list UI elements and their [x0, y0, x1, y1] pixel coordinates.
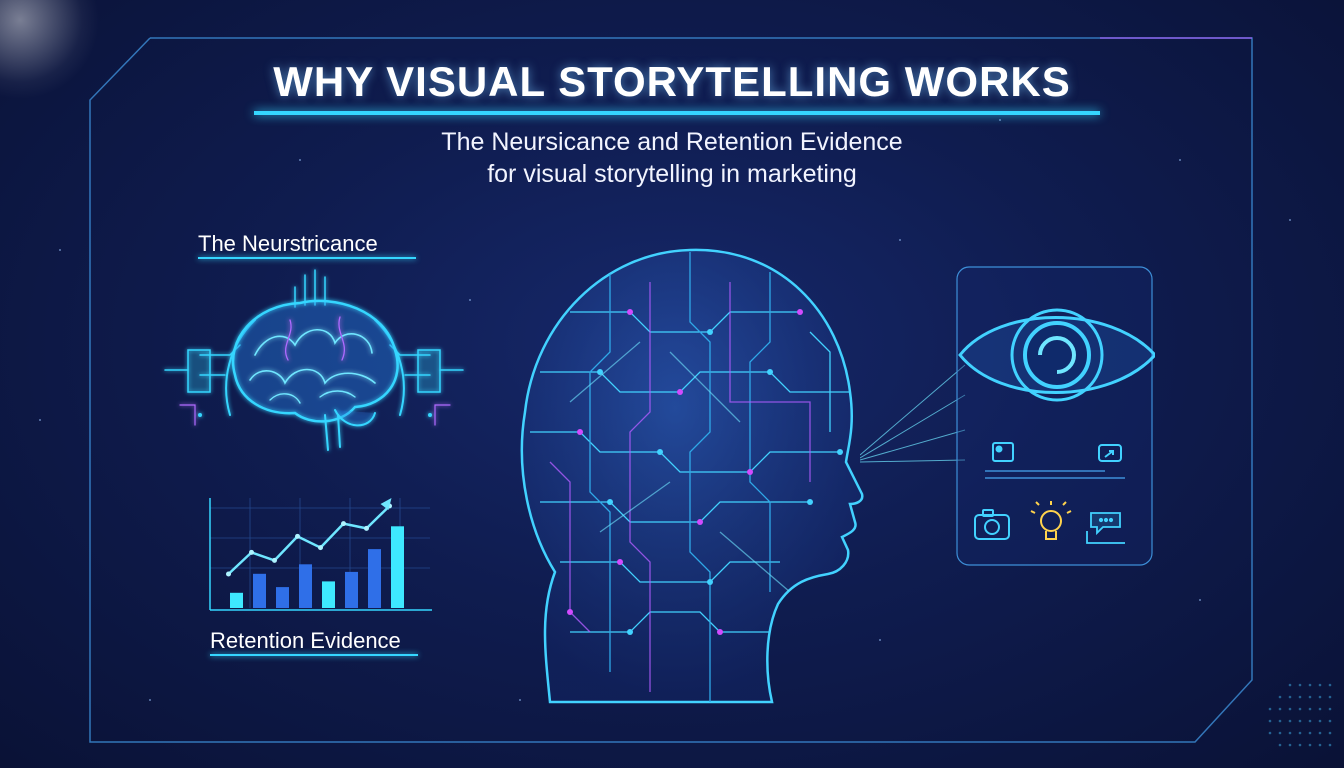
retention-trend-point [364, 525, 369, 531]
visual-panel [956, 266, 1155, 566]
circuit-nodes [567, 309, 843, 635]
vision-beams [860, 364, 966, 463]
head-outline [520, 248, 864, 704]
retention-trend-point [318, 545, 323, 551]
retention-trend-line [227, 505, 391, 575]
subtitle-line-1: The Neursicance and Retention Evidence [441, 128, 903, 156]
retention-bar [276, 587, 289, 608]
eye-icon [958, 308, 1155, 402]
retention-bar [368, 549, 381, 608]
retention-trend-point [226, 571, 231, 577]
page-title: WHY VISUAL STORYTELLING WORKS [273, 58, 1071, 105]
circuit-traces [530, 252, 850, 702]
section-label-retention: Retention Evidence [210, 628, 401, 653]
dot-grid-decoration [1268, 683, 1332, 747]
camera-icon [974, 509, 1010, 540]
retention-trend-point [295, 533, 300, 539]
retention-trend-point [272, 557, 277, 563]
retention-trend-point [249, 549, 254, 555]
trend-arrow-icon [380, 498, 392, 510]
retention-bar [391, 526, 404, 608]
chat-icon [1086, 512, 1125, 544]
section-underline-retention [210, 654, 418, 656]
retention-chart [209, 498, 432, 611]
retention-bar [299, 564, 312, 608]
section-label-neuroscience: The Neurstricance [198, 231, 378, 256]
retention-bar [322, 581, 335, 608]
retention-bar [230, 592, 243, 608]
image-icon [992, 442, 1014, 462]
share-icon [1098, 444, 1122, 462]
title-underline [254, 111, 1100, 115]
subtitle-line-2: for visual storytelling in marketing [487, 160, 857, 188]
head-network-icon [520, 248, 864, 704]
section-underline-neuroscience [198, 257, 416, 259]
star-field [39, 119, 1291, 701]
retention-bar [345, 571, 358, 608]
brain-icon [164, 269, 464, 451]
panel-text-lines [985, 470, 1125, 479]
retention-trend-point [341, 521, 346, 527]
retention-bar [253, 573, 266, 608]
lightbulb-icon [1030, 501, 1072, 540]
